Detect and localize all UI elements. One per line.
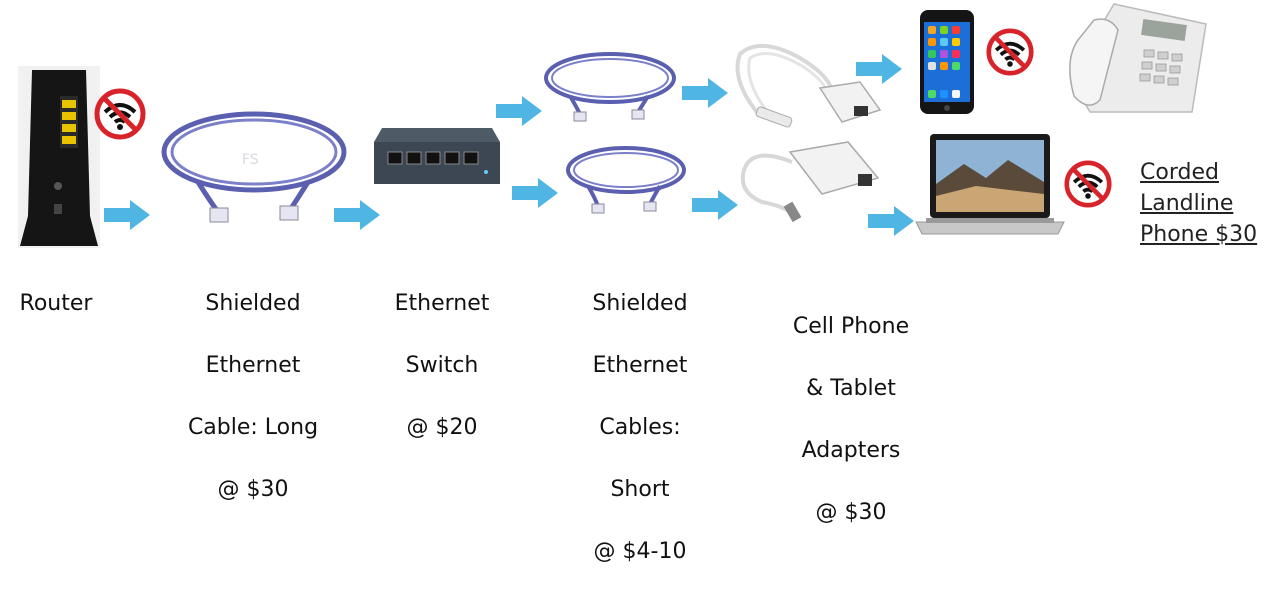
ethernet-switch-icon	[374, 128, 500, 186]
watermark-fs: FS	[242, 152, 259, 168]
long-cable-label: Shielded Ethernet Cable: Long @ $30	[160, 257, 346, 536]
arrow-right-icon	[512, 178, 558, 208]
ethernet-cable-icon	[562, 144, 690, 214]
usb-ethernet-adapter-icon	[732, 136, 882, 220]
no-wifi-icon	[1064, 160, 1112, 208]
landline-link[interactable]: Corded Landline Phone $30	[1140, 157, 1280, 250]
landline-phone-icon	[1060, 0, 1210, 116]
arrow-right-icon	[856, 54, 902, 84]
adapters-label: Cell Phone & Tablet Adapters @ $30	[780, 280, 922, 559]
router-icon	[18, 66, 100, 248]
smartphone-icon	[920, 10, 974, 114]
no-wifi-icon	[94, 88, 146, 140]
ethernet-cable-icon	[540, 50, 680, 122]
arrow-right-icon	[104, 200, 150, 230]
arrow-right-icon	[496, 96, 542, 126]
arrow-right-icon	[868, 206, 914, 236]
ethernet-cable-icon: FS	[158, 108, 350, 226]
router-label: Router	[6, 257, 106, 350]
arrow-right-icon	[334, 200, 380, 230]
no-wifi-icon	[986, 28, 1034, 76]
short-cables-label: Shielded Ethernet Cables: Short @ $4-10	[570, 257, 710, 598]
switch-label: Ethernet Switch @ $20	[374, 257, 510, 474]
laptop-icon	[916, 134, 1064, 238]
